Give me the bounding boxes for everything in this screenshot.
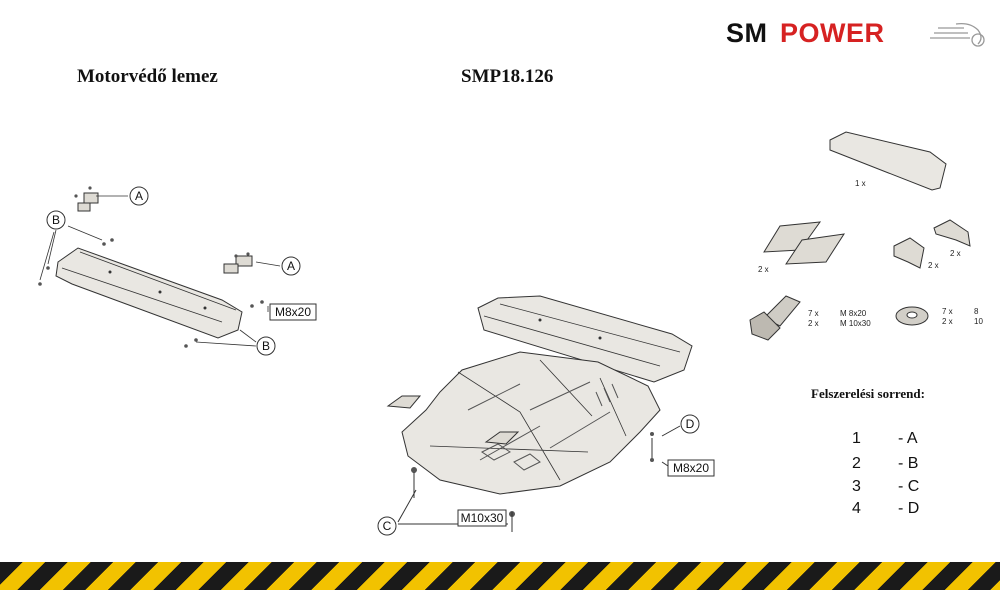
callout-a-label: A [287, 259, 295, 273]
bolt-size-1: M 8x20 [840, 309, 867, 318]
left-clip-a4 [223, 263, 239, 274]
sequence-step-number: 4 [852, 500, 861, 517]
callout-d-label: D [686, 417, 695, 431]
left-crossbar [55, 247, 243, 339]
washer-qty-1: 7 x [942, 307, 953, 316]
smpower-logo: SM POWER [726, 18, 985, 48]
sequence-step-letter: - A [898, 430, 918, 447]
callout-b-left-2 [256, 336, 276, 356]
part-number-title: SMP18.126 [461, 66, 554, 87]
part-angle-qty: 2 x [928, 261, 939, 270]
part-bracket-2 [785, 233, 846, 265]
dimension-label: M8x20 [673, 461, 709, 475]
part-angle-bracket [893, 237, 925, 269]
part-crossbar [829, 131, 947, 191]
left-clip-a3 [235, 255, 253, 267]
callout-c-label: C [383, 519, 392, 533]
logo-text-sm: SM [726, 18, 768, 48]
washer-size-1: 8 [974, 307, 979, 316]
dimension-box-m8x20-left [269, 303, 317, 321]
dimension-box-m8x20-center [667, 459, 715, 477]
left-bolts [38, 186, 264, 348]
center-bracket-mid [484, 431, 520, 445]
sequence-step-number: 2 [852, 455, 861, 472]
dimension-box-m10x30 [457, 509, 507, 527]
center-crossbar [477, 295, 693, 383]
callout-c [377, 516, 397, 536]
part-bracket-qty: 2 x [758, 265, 769, 274]
center-assembly: C D M8x20 M10x30 [377, 295, 715, 536]
washer-qty-2: 2 x [942, 317, 953, 326]
installation-sequence-title: Felszerelési sorrend: [811, 386, 925, 401]
callout-b-label: B [52, 213, 60, 227]
part-crossbar-qty: 1 x [855, 179, 866, 188]
sequence-step-letter: - D [898, 500, 920, 517]
dimension-label: M10x30 [461, 511, 504, 525]
left-clip-a2 [77, 202, 91, 212]
motorcycle-icon [930, 22, 985, 47]
callout-a-label: A [135, 189, 143, 203]
part-clip-qty: 2 x [950, 249, 961, 258]
part-clip [933, 219, 971, 247]
callout-a-left-2 [281, 256, 301, 276]
sequence-step-number: 3 [852, 478, 861, 495]
sequence-step-letter: - C [898, 478, 920, 495]
washer-icon [895, 306, 929, 326]
left-clip-a1 [83, 192, 99, 204]
sequence-step-number: 1 [852, 430, 861, 447]
part-bracket-1 [763, 221, 822, 253]
bolt-icon [749, 295, 801, 341]
bolt-qty-1: 7 x [808, 309, 819, 318]
page-title-left: Motorvédő lemez [77, 66, 218, 87]
washer-size-2: 10 [974, 317, 983, 326]
bolt-qty-2: 2 x [808, 319, 819, 328]
hazard-stripe-footer [0, 562, 1000, 590]
parts-list: 1 x 2 x 2 x 2 x 7 x M 8x20 2 x M 10x30 7… [749, 131, 983, 341]
dimension-label: M8x20 [275, 305, 311, 319]
center-bracket-left [386, 395, 422, 409]
callout-b-label: B [262, 339, 270, 353]
bolt-size-2: M 10x30 [840, 319, 871, 328]
logo-text-power: POWER [780, 18, 885, 48]
callout-d [680, 414, 700, 434]
sequence-step-letter: - B [898, 455, 919, 472]
skid-plate [401, 351, 661, 495]
callout-a-left-1 [129, 186, 149, 206]
left-assembly: A B A B M8x20 [38, 186, 317, 356]
callout-b-left-1 [46, 210, 66, 230]
